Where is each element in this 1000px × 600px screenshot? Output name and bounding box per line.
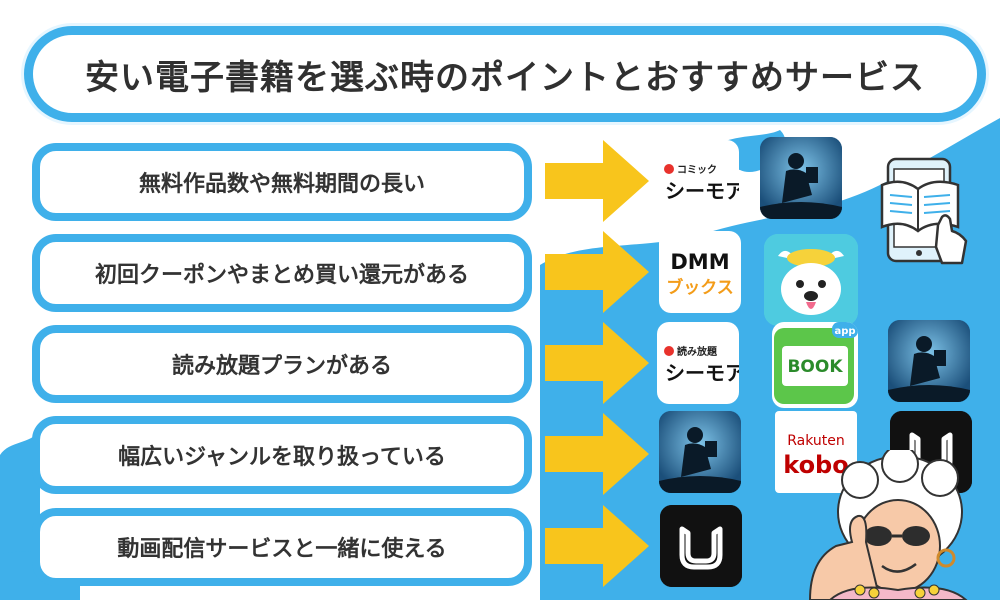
- rakuten-label: Rakuten: [787, 433, 845, 449]
- ebookjapan-app-icon: [764, 234, 858, 326]
- arrow-right-icon: [545, 413, 649, 495]
- point-label: 読み放題プランがある: [171, 354, 392, 379]
- cmoa-top-label: 読み放題: [677, 345, 718, 358]
- page-title: 安い電子書籍を選ぶ時のポイントとおすすめサービス: [85, 57, 925, 98]
- kobo-label: kobo: [783, 451, 848, 479]
- point-label: 動画配信サービスと一緒に使える: [117, 537, 447, 562]
- kindle-app-icon: [888, 320, 970, 402]
- tablet-reading-illustration: [880, 157, 968, 265]
- cmoa-top-label: コミック: [677, 164, 717, 176]
- arrow-right-icon: [545, 505, 649, 587]
- kindle-app-icon: [760, 137, 842, 219]
- dmm-books-label: ブックス: [666, 277, 734, 298]
- cmoa-comic-app-icon: コミック シーモア: [657, 140, 739, 222]
- point-label: 無料作品数や無料期間の長い: [138, 172, 425, 197]
- title-banner: 安い電子書籍を選ぶ時のポイントとおすすめサービス: [24, 26, 986, 122]
- arrow-right-icon: [545, 322, 649, 404]
- arrow-right-icon: [545, 231, 649, 313]
- book-pass-app-icon: BOOK app: [772, 322, 858, 408]
- book-label: BOOK: [787, 357, 843, 377]
- point-label: 幅広いジャンルを取り扱っている: [118, 445, 446, 470]
- point-row-4: 幅広いジャンルを取り扱っている: [32, 416, 532, 494]
- point-label: 初回クーポンやまとめ買い還元がある: [94, 263, 469, 288]
- point-row-3: 読み放題プランがある: [32, 325, 532, 403]
- kindle-app-icon: [659, 411, 741, 493]
- point-row-5: 動画配信サービスと一緒に使える: [32, 508, 532, 586]
- point-row-1: 無料作品数や無料期間の長い: [32, 143, 532, 221]
- grandma-illustration: [808, 450, 968, 600]
- dmm-books-app-icon: DMM ブックス: [659, 231, 741, 313]
- cmoa-yomihodai-app-icon: 読み放題 シーモア: [657, 322, 739, 404]
- dmm-label: DMM: [670, 250, 729, 274]
- app-badge-label: app: [834, 326, 855, 337]
- unext-app-icon: [660, 505, 742, 587]
- arrow-right-icon: [545, 140, 649, 222]
- point-row-2: 初回クーポンやまとめ買い還元がある: [32, 234, 532, 312]
- cmoa-main-label: シーモア: [665, 179, 739, 203]
- cmoa-main-label: シーモア: [665, 361, 739, 385]
